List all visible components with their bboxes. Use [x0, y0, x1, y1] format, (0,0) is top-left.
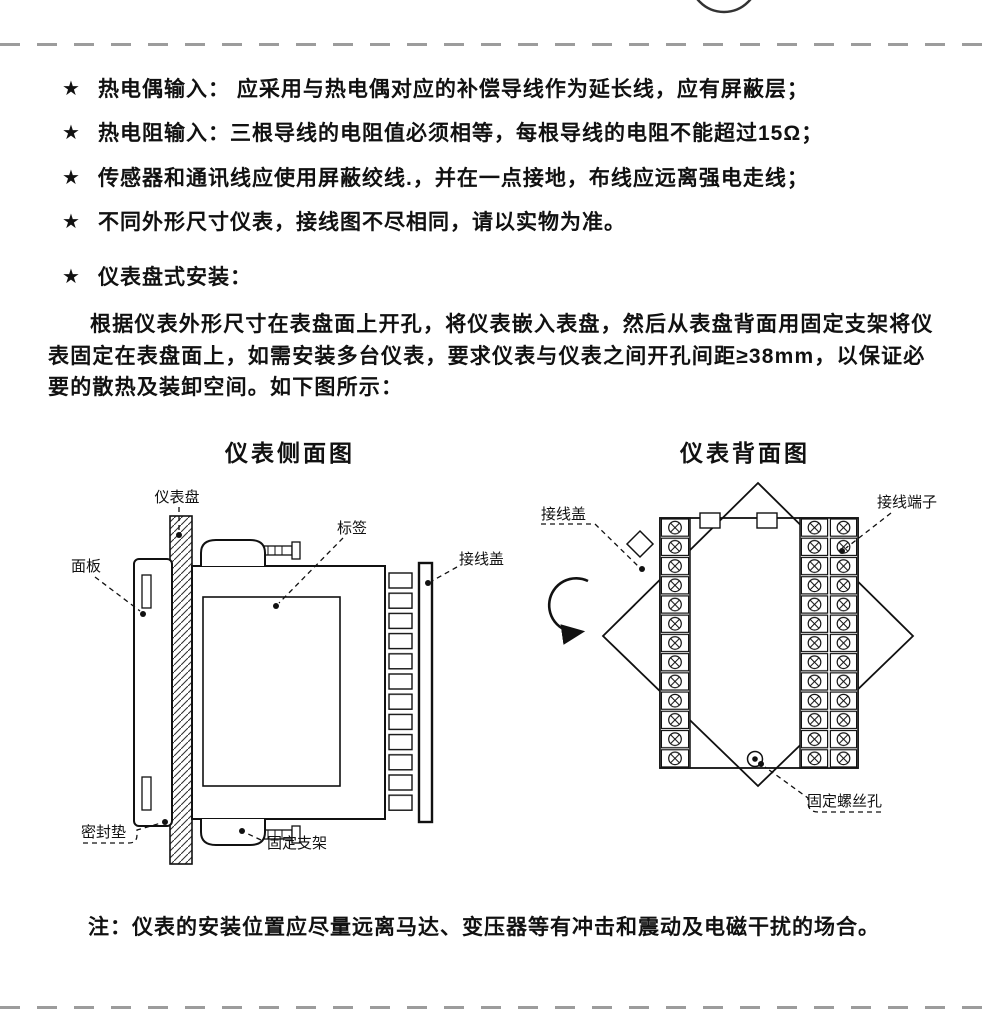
bullet-item: ★ 热电阻输入：三根导线的电阻值必须相等，每根导线的电阻不能超过15Ω；	[62, 120, 950, 147]
label-area	[202, 596, 341, 787]
bullet-text: 不同外形尺寸仪表，接线图不尽相同，请以实物为准。	[98, 210, 626, 234]
back-label-wiring-cover: 接线盖	[541, 506, 586, 523]
bullet-item: ★ 不同外形尺寸仪表，接线图不尽相同，请以实物为准。	[62, 209, 950, 236]
side-label-panel-board: 仪表盘	[154, 488, 199, 506]
bullet-list: ★ 热电偶输入： 应采用与热电偶对应的补偿导线作为延长线，应有屏蔽层； ★ 热电…	[0, 76, 990, 236]
star-icon: ★	[62, 210, 81, 233]
bullet-item: ★ 热电偶输入： 应采用与热电偶对应的补偿导线作为延长线，应有屏蔽层；	[62, 76, 950, 103]
side-view-title: 仪表侧面图	[225, 440, 355, 466]
callout-wiring-cover: 接线盖	[541, 506, 645, 572]
terminal-column-right	[800, 517, 858, 768]
star-icon: ★	[62, 122, 81, 145]
star-icon: ★	[62, 166, 81, 189]
bullet-text: 热电偶输入： 应采用与热电偶对应的补偿导线作为延长线，应有屏蔽层；	[98, 78, 809, 101]
section-heading-text: 仪表盘式安装：	[98, 266, 252, 290]
back-label-screw-hole: 固定螺丝孔	[807, 793, 882, 810]
bullet-text: 传感器和通讯线应使用屏蔽绞线.，并在一点接地，布线应远离强电走线；	[98, 166, 809, 190]
cover-clip-tab	[625, 529, 655, 559]
front-panel	[133, 557, 173, 827]
side-label-tag: 标签	[337, 520, 367, 537]
top-tab	[699, 512, 721, 529]
terminal-column-left	[660, 517, 690, 768]
bottom-dashed-divider	[0, 1006, 990, 1009]
star-icon: ★	[62, 78, 81, 100]
terminal-stack	[388, 571, 414, 814]
callout-seal-gasket: 密封垫	[81, 818, 168, 844]
installation-paragraph: 根据仪表外形尺寸在表盘面上开孔，将仪表嵌入表盘，然后从表盘背面用固定支架将仪表固…	[48, 313, 934, 400]
top-circle-decoration	[696, 0, 752, 14]
callout-tag: 标签	[273, 520, 367, 609]
manual-page: ★ 热电偶输入： 应采用与热电偶对应的补偿导线作为延长线，应有屏蔽层； ★ 热电…	[0, 76, 990, 941]
callout-screw-hole: 固定螺丝孔	[758, 760, 882, 813]
callout-fixing-bracket: 固定支架	[239, 827, 327, 852]
rotation-arrow	[547, 576, 589, 645]
side-label-seal-gasket: 密封垫	[81, 824, 126, 841]
side-label-fixing-bracket: 固定支架	[267, 835, 327, 852]
section-heading: ★ 仪表盘式安装：	[62, 264, 950, 291]
top-dashed-divider	[0, 43, 990, 46]
callout-wiring-cover: 接线盖	[425, 551, 504, 586]
side-label-front-panel: 面板	[71, 557, 101, 575]
back-label-terminals: 接线端子	[877, 494, 937, 511]
callout-terminals: 接线端子	[839, 494, 937, 554]
side-view-diagram: 仪表盘 标签 接线盖 面板	[71, 488, 504, 865]
callout-front-panel: 面板	[71, 557, 146, 617]
back-view-figure: 仪表背面图	[525, 434, 965, 881]
bullet-text: 热电阻输入：三根导线的电阻值必须相等，每根导线的电阻不能超过15Ω；	[98, 122, 824, 146]
back-view-title: 仪表背面图	[680, 440, 810, 466]
callout-panel-board: 仪表盘	[154, 488, 200, 538]
figures-row: 仪表侧面图	[0, 434, 990, 881]
bottom-fixing-bracket	[200, 818, 301, 846]
side-view-figure: 仪表侧面图	[55, 434, 525, 881]
star-icon: ★	[62, 266, 81, 289]
wiring-cover-bar	[417, 561, 434, 824]
instrument-body	[191, 564, 386, 820]
top-fixing-bracket	[200, 538, 301, 566]
top-tab	[756, 512, 778, 529]
bottom-note: 注：仪表的安装位置应尽量远离马达、变压器等有冲击和震动及电磁干扰的场合。	[88, 915, 880, 939]
panel-board	[169, 515, 193, 865]
bullet-item: ★ 传感器和通讯线应使用屏蔽绞线.，并在一点接地，布线应远离强电走线；	[62, 165, 950, 192]
side-label-wiring-cover: 接线盖	[459, 551, 504, 568]
terminal-block	[659, 512, 859, 769]
back-view-diagram: 接线盖 接线端子 固定螺丝孔	[541, 481, 937, 813]
